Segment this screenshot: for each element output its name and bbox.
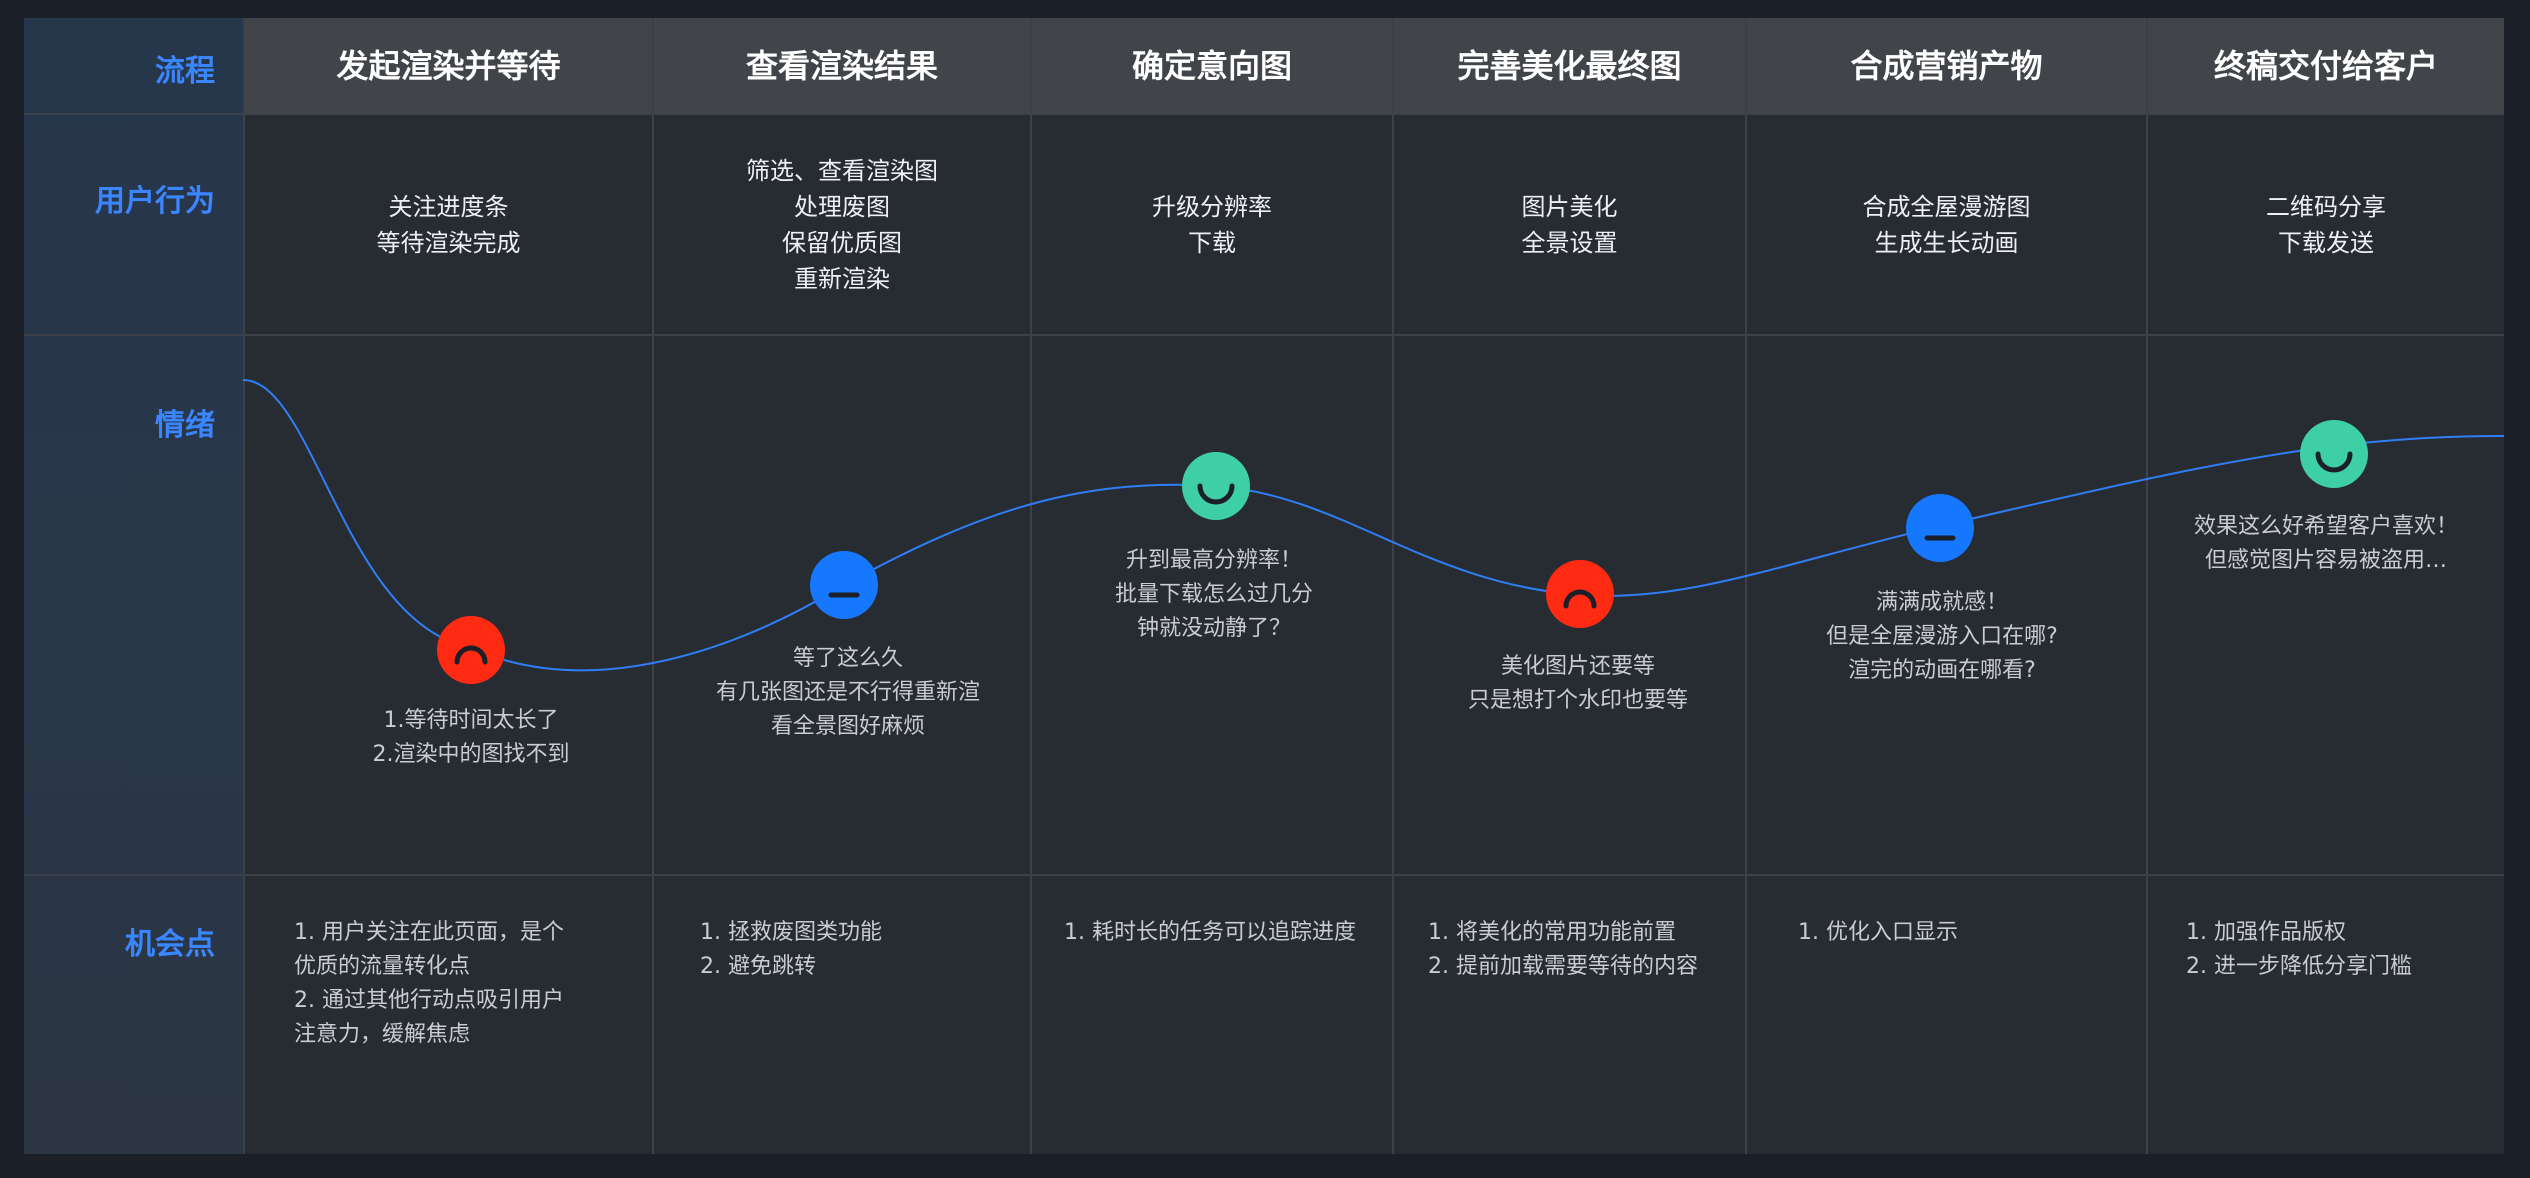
row-label-user-action: 用户行为 <box>95 184 215 219</box>
user-action-text: 保留优质图 <box>782 229 902 257</box>
emotion-note-line: 钟就没动静了？ <box>1136 616 1292 641</box>
row-label-emotion: 情绪 <box>155 408 215 443</box>
user-action-text: 筛选、查看渲染图 <box>746 157 938 185</box>
row-divider <box>24 334 2504 336</box>
neutral-face-icon <box>810 551 878 619</box>
sad-face-icon <box>1546 560 1614 628</box>
journey-map: 流程 用户行为 情绪 机会点 发起渲染并等待 查看渲染结果 确定意向图 完善美化… <box>24 18 2504 1154</box>
emotion-note-line: 但感觉图片容易被盗用… <box>2204 548 2448 573</box>
column-divider <box>2146 18 2148 1154</box>
user-action-cell: 合成全屋漫游图 生成生长动画 <box>1747 114 2146 336</box>
user-action-text: 下载发送 <box>2278 229 2374 257</box>
happy-face-icon <box>2300 420 2368 488</box>
row-divider <box>24 113 2504 115</box>
row-label-column <box>24 18 243 1154</box>
neutral-face-icon <box>1906 494 1974 562</box>
opportunity-text: 1. 将美化的常用功能前置 <box>1428 920 1676 945</box>
opportunity-text: 注意力，缓解焦虑 <box>294 1022 471 1047</box>
column-divider <box>652 18 654 1154</box>
emotion-note: 效果这么好希望客户喜欢！ 但感觉图片容易被盗用… <box>2194 510 2458 578</box>
stage-title: 确定意向图 <box>1131 47 1292 85</box>
stage-title: 终稿交付给客户 <box>2213 47 2438 85</box>
emotion-note: 美化图片还要等 只是想打个水印也要等 <box>1468 650 1688 718</box>
opportunity-cell: 1. 优化入口显示 <box>1798 916 1958 950</box>
emotion-note-line: 只是想打个水印也要等 <box>1467 688 1689 713</box>
user-action-text: 等待渲染完成 <box>376 229 521 257</box>
happy-face-icon <box>1182 452 1250 520</box>
user-action-text: 重新渲染 <box>794 265 890 293</box>
user-action-text: 全景设置 <box>1521 229 1618 257</box>
emotion-note-line: 有几张图还是不行得重新渲 <box>715 680 981 705</box>
stage-title: 发起渲染并等待 <box>336 47 561 85</box>
user-action-cell: 二维码分享 下载发送 <box>2148 114 2504 336</box>
opportunity-cell: 1. 拯救废图类功能 2. 避免跳转 <box>700 916 882 984</box>
emotion-note: 1.等待时间太长了 2.渲染中的图找不到 <box>373 704 570 772</box>
user-action-text: 处理废图 <box>794 193 890 221</box>
emotion-note-line: 1.等待时间太长了 <box>383 708 559 733</box>
emotion-note: 满满成就感！ 但是全屋漫游入口在哪? 渲完的动画在哪看? <box>1826 586 2058 688</box>
user-action-cell: 升级分辨率 下载 <box>1032 114 1392 336</box>
emotion-note-line: 升到最高分辨率！ <box>1125 548 1303 573</box>
emotion-note-line: 2.渲染中的图找不到 <box>372 742 570 767</box>
user-action-cell: 关注进度条 等待渲染完成 <box>245 114 652 336</box>
emotion-note-line: 满满成就感！ <box>1875 590 2008 615</box>
opportunity-cell: 1. 耗时长的任务可以追踪进度 <box>1064 916 1356 950</box>
stage-title: 合成营销产物 <box>1850 47 2043 85</box>
opportunity-text: 1. 加强作品版权 <box>2186 920 2346 945</box>
user-action-text: 关注进度条 <box>388 193 509 221</box>
opportunity-text: 2. 进一步降低分享门槛 <box>2186 954 2412 979</box>
emotion-note-line: 效果这么好希望客户喜欢！ <box>2193 514 2459 539</box>
user-action-text: 二维码分享 <box>2266 193 2386 221</box>
user-action-cell: 图片美化 全景设置 <box>1394 114 1745 336</box>
opportunity-text: 2. 避免跳转 <box>700 954 816 979</box>
stage-header-band <box>243 18 2504 114</box>
emotion-note-line: 等了这么久 <box>792 646 904 671</box>
user-action-text: 升级分辨率 <box>1152 193 1272 221</box>
stage-title: 完善美化最终图 <box>1457 47 1682 85</box>
opportunity-cell: 1. 加强作品版权 2. 进一步降低分享门槛 <box>2186 916 2412 984</box>
opportunity-text: 1. 耗时长的任务可以追踪进度 <box>1064 920 1356 945</box>
row-label-flow: 流程 <box>155 54 215 89</box>
user-action-text: 合成全屋漫游图 <box>1862 193 2031 221</box>
emotion-note: 升到最高分辨率！ 批量下载怎么过几分 钟就没动静了？ <box>1115 544 1313 646</box>
opportunity-text: 1. 优化入口显示 <box>1798 920 1958 945</box>
column-divider <box>1030 18 1032 1154</box>
user-action-text: 生成生长动画 <box>1874 229 2019 257</box>
column-divider <box>1392 18 1394 1154</box>
emotion-curve <box>242 379 2504 672</box>
opportunity-text: 1. 用户关注在此页面，是个 <box>294 920 564 945</box>
emotion-note-line: 但是全屋漫游入口在哪? <box>1826 624 2058 649</box>
column-divider <box>1745 18 1747 1154</box>
user-action-text: 图片美化 <box>1521 193 1618 221</box>
sad-face-icon <box>437 616 505 684</box>
opportunity-text: 2. 通过其他行动点吸引用户 <box>294 988 564 1013</box>
column-divider <box>243 18 245 1154</box>
emotion-note: 等了这么久 有几张图还是不行得重新渲 看全景图好麻烦 <box>716 642 980 744</box>
user-action-cell: 筛选、查看渲染图 处理废图 保留优质图 重新渲染 <box>654 114 1030 336</box>
emotion-note-line: 渲完的动画在哪看? <box>1848 658 2036 683</box>
emotion-note-line: 批量下载怎么过几分 <box>1114 582 1314 607</box>
opportunity-cell: 1. 用户关注在此页面，是个 优质的流量转化点 2. 通过其他行动点吸引用户 注… <box>294 916 564 1052</box>
opportunity-text: 2. 提前加载需要等待的内容 <box>1428 954 1698 979</box>
row-divider <box>24 874 2504 876</box>
emotion-note-line: 看全景图好麻烦 <box>770 714 926 739</box>
opportunity-text: 1. 拯救废图类功能 <box>700 920 882 945</box>
opportunity-cell: 1. 将美化的常用功能前置 2. 提前加载需要等待的内容 <box>1428 916 1698 984</box>
opportunity-text: 优质的流量转化点 <box>294 954 471 979</box>
emotion-curve-layer <box>242 379 2504 684</box>
row-label-opportunity: 机会点 <box>125 927 215 962</box>
user-action-text: 下载 <box>1188 229 1236 257</box>
emotion-note-line: 美化图片还要等 <box>1500 654 1656 679</box>
stage-title: 查看渲染结果 <box>745 47 938 85</box>
